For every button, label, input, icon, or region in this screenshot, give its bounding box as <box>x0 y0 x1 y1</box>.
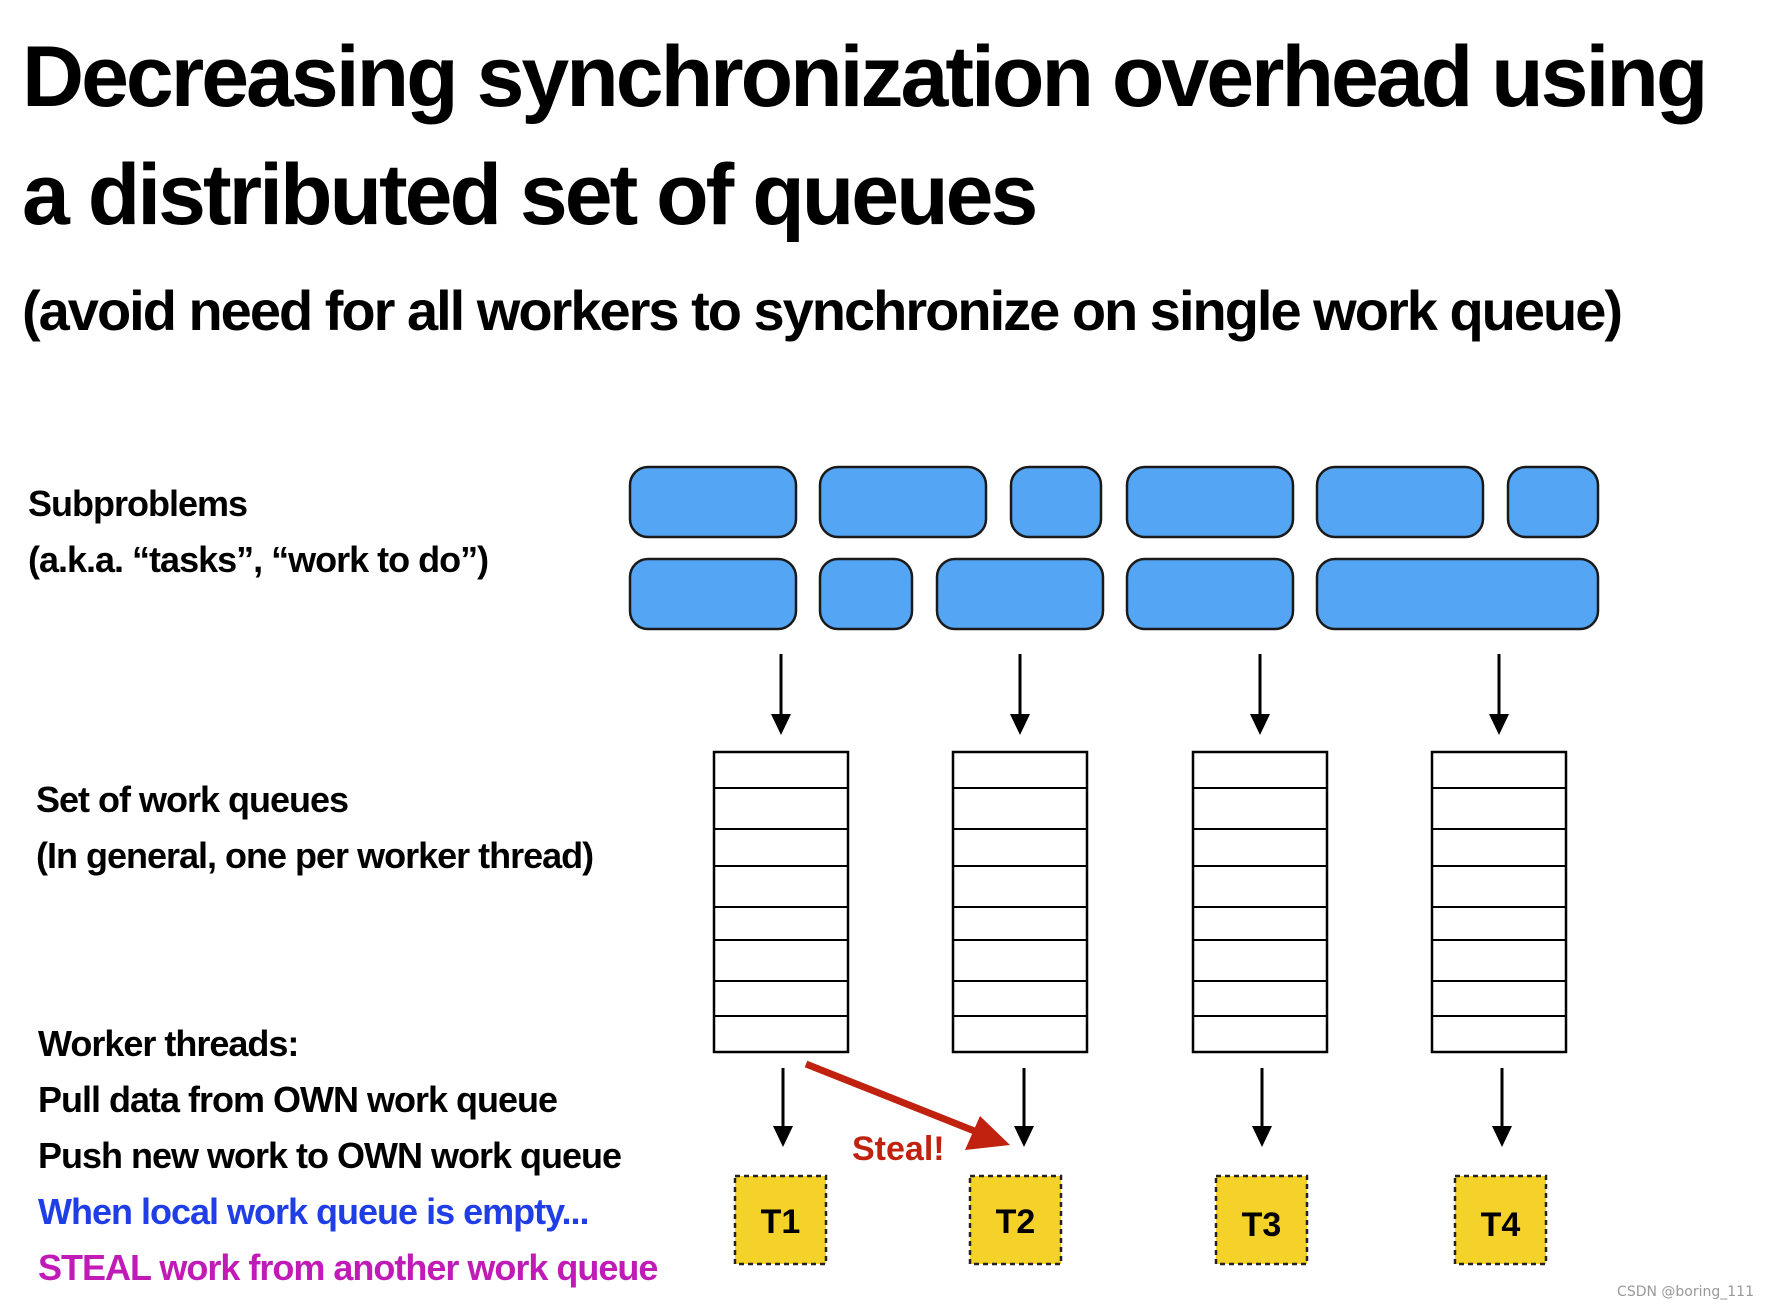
worker-steal-text: STEAL work from another work queue <box>38 1247 658 1288</box>
steal-label: Steal! <box>852 1130 945 1168</box>
task-block <box>1125 465 1295 539</box>
page-subtitle: (avoid need for all workers to synchroni… <box>22 279 1623 342</box>
thread-pull-arrows <box>773 1068 1512 1147</box>
task-block <box>1506 465 1600 539</box>
work-queues-heading: Set of work queues <box>36 779 349 820</box>
task-block <box>1009 465 1103 539</box>
worker-push-text: Push new work to OWN work queue <box>38 1135 622 1176</box>
queue-input-arrows <box>771 654 1509 735</box>
worker-threads-label: Worker threads: Pull data from OWN work … <box>38 1016 658 1296</box>
task-block <box>628 465 798 539</box>
thread-t2: T2 <box>968 1174 1063 1266</box>
task-block <box>1315 557 1600 631</box>
title-line-1: Decreasing synchronization overhead usin… <box>22 29 1708 125</box>
down-arrow <box>1489 654 1509 735</box>
work-queue-3 <box>1191 750 1329 1054</box>
task-block <box>1315 465 1485 539</box>
thread-label: T4 <box>1481 1206 1521 1244</box>
down-arrow <box>1252 1068 1272 1147</box>
work-queue-4 <box>1430 750 1568 1054</box>
task-block <box>818 465 988 539</box>
subproblems-aka: (a.k.a. “tasks”, “work to do”) <box>28 539 489 580</box>
task-block <box>818 557 914 631</box>
down-arrow <box>1010 654 1030 735</box>
thread-label: T3 <box>1242 1206 1282 1244</box>
task-block <box>628 557 798 631</box>
work-queue-2 <box>951 750 1089 1054</box>
task-row-1 <box>628 465 1600 539</box>
down-arrow <box>771 654 791 735</box>
thread-label: T2 <box>996 1203 1036 1241</box>
thread-t3: T3 <box>1214 1174 1309 1266</box>
work-queues-note: (In general, one per worker thread) <box>36 835 594 876</box>
worker-threads: T1 T2 T3 T4 <box>733 1174 1548 1266</box>
down-arrow <box>1492 1068 1512 1147</box>
thread-t4: T4 <box>1453 1174 1548 1266</box>
worker-threads-heading: Worker threads: <box>38 1023 299 1064</box>
watermark: CSDN @boring_111 <box>1617 1284 1754 1300</box>
task-block <box>935 557 1105 631</box>
work-queues <box>712 750 1568 1054</box>
subproblems-heading: Subproblems <box>28 483 248 524</box>
down-arrow <box>1014 1068 1034 1147</box>
work-queue-1 <box>712 750 850 1054</box>
steal-arrow <box>804 1060 1010 1150</box>
task-block <box>1125 557 1295 631</box>
title-line-2: a distributed set of queues <box>22 147 1038 243</box>
thread-label: T1 <box>761 1203 801 1241</box>
subproblems-label: Subproblems (a.k.a. “tasks”, “work to do… <box>28 476 489 588</box>
down-arrow <box>1250 654 1270 735</box>
page-title: Decreasing synchronization overhead usin… <box>22 18 1752 254</box>
task-row-2 <box>628 557 1600 631</box>
worker-empty-text: When local work queue is empty... <box>38 1191 589 1232</box>
worker-pull-text: Pull data from OWN work queue <box>38 1079 558 1120</box>
down-arrow <box>773 1068 793 1147</box>
thread-t1: T1 <box>733 1174 828 1266</box>
work-queues-label: Set of work queues (In general, one per … <box>36 772 594 884</box>
